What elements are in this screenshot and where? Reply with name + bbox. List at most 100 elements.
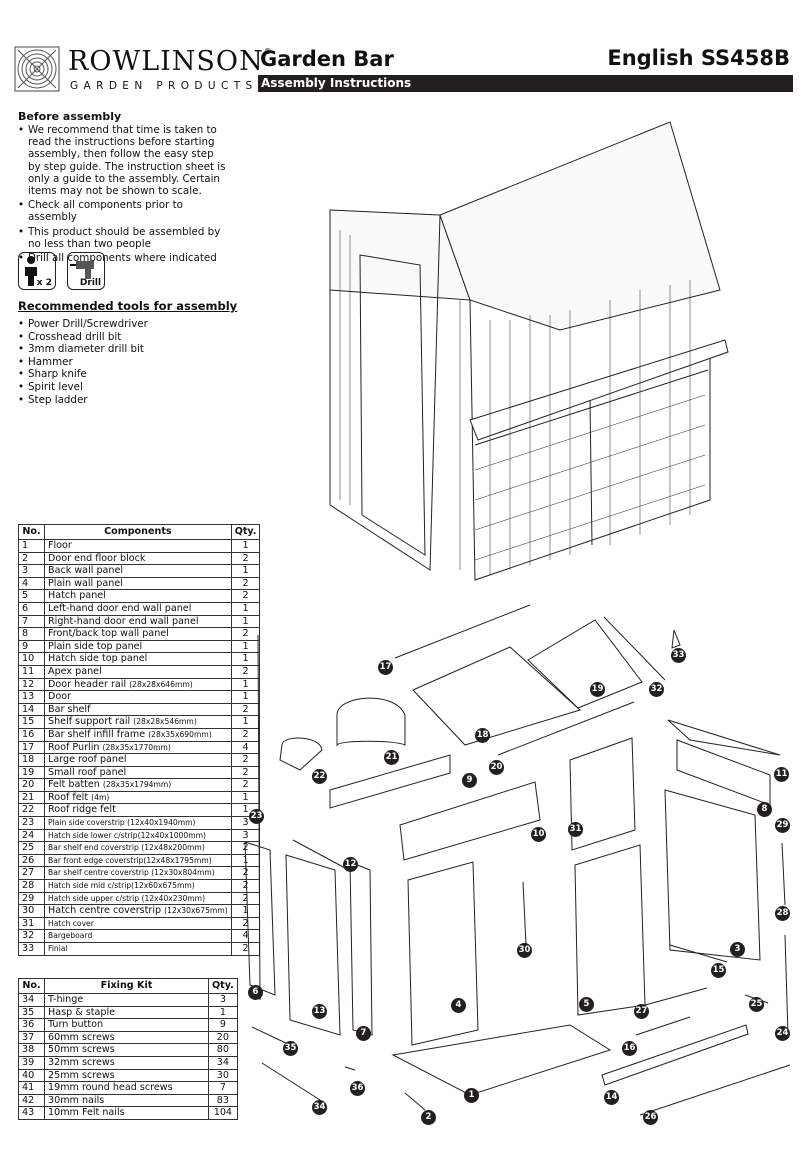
part-callout: 34 [312, 1100, 327, 1115]
part-callout: 26 [643, 1110, 658, 1125]
part-name: Hatch side mid c/strip(12x60x675mm) [44, 879, 232, 893]
fixing-name: Turn button [44, 1018, 209, 1032]
part-callout: 9 [462, 773, 477, 788]
list-item: Step ladder [18, 394, 148, 407]
list-item: This product should be assembled by no l… [18, 226, 228, 250]
part-name: Door end floor block [44, 551, 232, 566]
column-header: Components [44, 524, 232, 540]
part-name: Felt batten (28x35x1794mm) [44, 778, 232, 792]
fixing-name: 30mm nails [44, 1093, 209, 1108]
part-number: 4 [18, 576, 45, 591]
fixing-name: 32mm screws [44, 1055, 209, 1070]
part-name: Bargeboard [44, 929, 232, 943]
part-name: Plain side top panel [44, 639, 232, 654]
part-number: 22 [18, 803, 45, 818]
fixing-qty: 104 [208, 1106, 238, 1120]
part-number: 29 [18, 891, 45, 906]
part-callout: 2 [421, 1110, 436, 1125]
part-number: 28 [18, 879, 45, 893]
part-callout: 35 [283, 1041, 298, 1056]
part-name: Bar shelf infill frame (28x35x690mm) [44, 727, 232, 742]
part-name: Large roof panel [44, 753, 232, 767]
part-name: Bar shelf [44, 702, 232, 717]
part-callout: 4 [451, 998, 466, 1013]
before-assembly-list: We recommend that time is taken to read … [18, 124, 228, 266]
fixing-qty: 20 [208, 1030, 238, 1045]
part-callout: 23 [249, 809, 264, 824]
fixing-number: 41 [18, 1081, 45, 1095]
fixing-number: 43 [18, 1106, 45, 1120]
part-name: Left-hand door end wall panel [44, 601, 232, 616]
part-callout: 12 [343, 857, 358, 872]
fixing-qty: 3 [208, 993, 238, 1007]
column-header: Fixing Kit [44, 978, 209, 994]
part-callout: 24 [775, 1026, 790, 1041]
drill-icon: Drill [67, 252, 106, 290]
list-item: Crosshead drill bit [18, 331, 148, 344]
fixing-name: Hasp & staple [44, 1005, 209, 1020]
part-name: Hatch cover [44, 916, 232, 931]
part-callout: 33 [671, 648, 686, 663]
garden-bar-illustration [244, 121, 791, 1116]
requirement-icons: x 2 Drill [18, 252, 111, 290]
fixing-name: 19mm round head screws [44, 1081, 209, 1095]
part-name: Right-hand door end wall panel [44, 614, 232, 629]
brand-subtitle: GARDEN PRODUCTS [70, 80, 258, 92]
part-name: Roof Purlin (28x35x1770mm) [44, 740, 232, 755]
part-name: Shelf support rail (28x28x546mm) [44, 715, 232, 729]
part-number: 25 [18, 841, 45, 855]
part-callout: 15 [711, 963, 726, 978]
part-number: 33 [18, 942, 45, 956]
part-name: Hatch side upper c/strip (12x40x230mm) [44, 891, 232, 906]
fixing-qty: 80 [208, 1043, 238, 1057]
fixing-qty: 9 [208, 1018, 238, 1032]
part-number: 3 [18, 564, 45, 578]
part-number: 32 [18, 929, 45, 943]
part-name: Finial [44, 942, 232, 956]
part-callout: 16 [622, 1041, 637, 1056]
part-callout: 14 [604, 1090, 619, 1105]
part-number: 21 [18, 790, 45, 805]
part-number: 6 [18, 601, 45, 616]
fixing-name: T-hinge [44, 993, 209, 1007]
part-name: Apex panel [44, 664, 232, 679]
before-assembly-heading: Before assembly [18, 110, 122, 123]
list-item: Spirit level [18, 381, 148, 394]
part-callout: 3 [730, 942, 745, 957]
fixing-qty: 7 [208, 1081, 238, 1095]
part-callout: 6 [248, 985, 263, 1000]
two-people-icon: x 2 [18, 252, 56, 290]
part-callout: 7 [356, 1026, 371, 1041]
part-number: 18 [18, 753, 45, 767]
list-item: Power Drill/Screwdriver [18, 318, 148, 331]
part-name: Roof ridge felt [44, 803, 232, 818]
part-callout: 32 [649, 682, 664, 697]
part-number: 19 [18, 765, 45, 780]
part-number: 12 [18, 677, 45, 692]
part-number: 23 [18, 816, 45, 830]
fixing-name: 50mm screws [44, 1043, 209, 1057]
document-code: English SS458B [607, 46, 790, 70]
part-name: Bar front edge coverstrip(12x48x1795mm) [44, 853, 232, 868]
